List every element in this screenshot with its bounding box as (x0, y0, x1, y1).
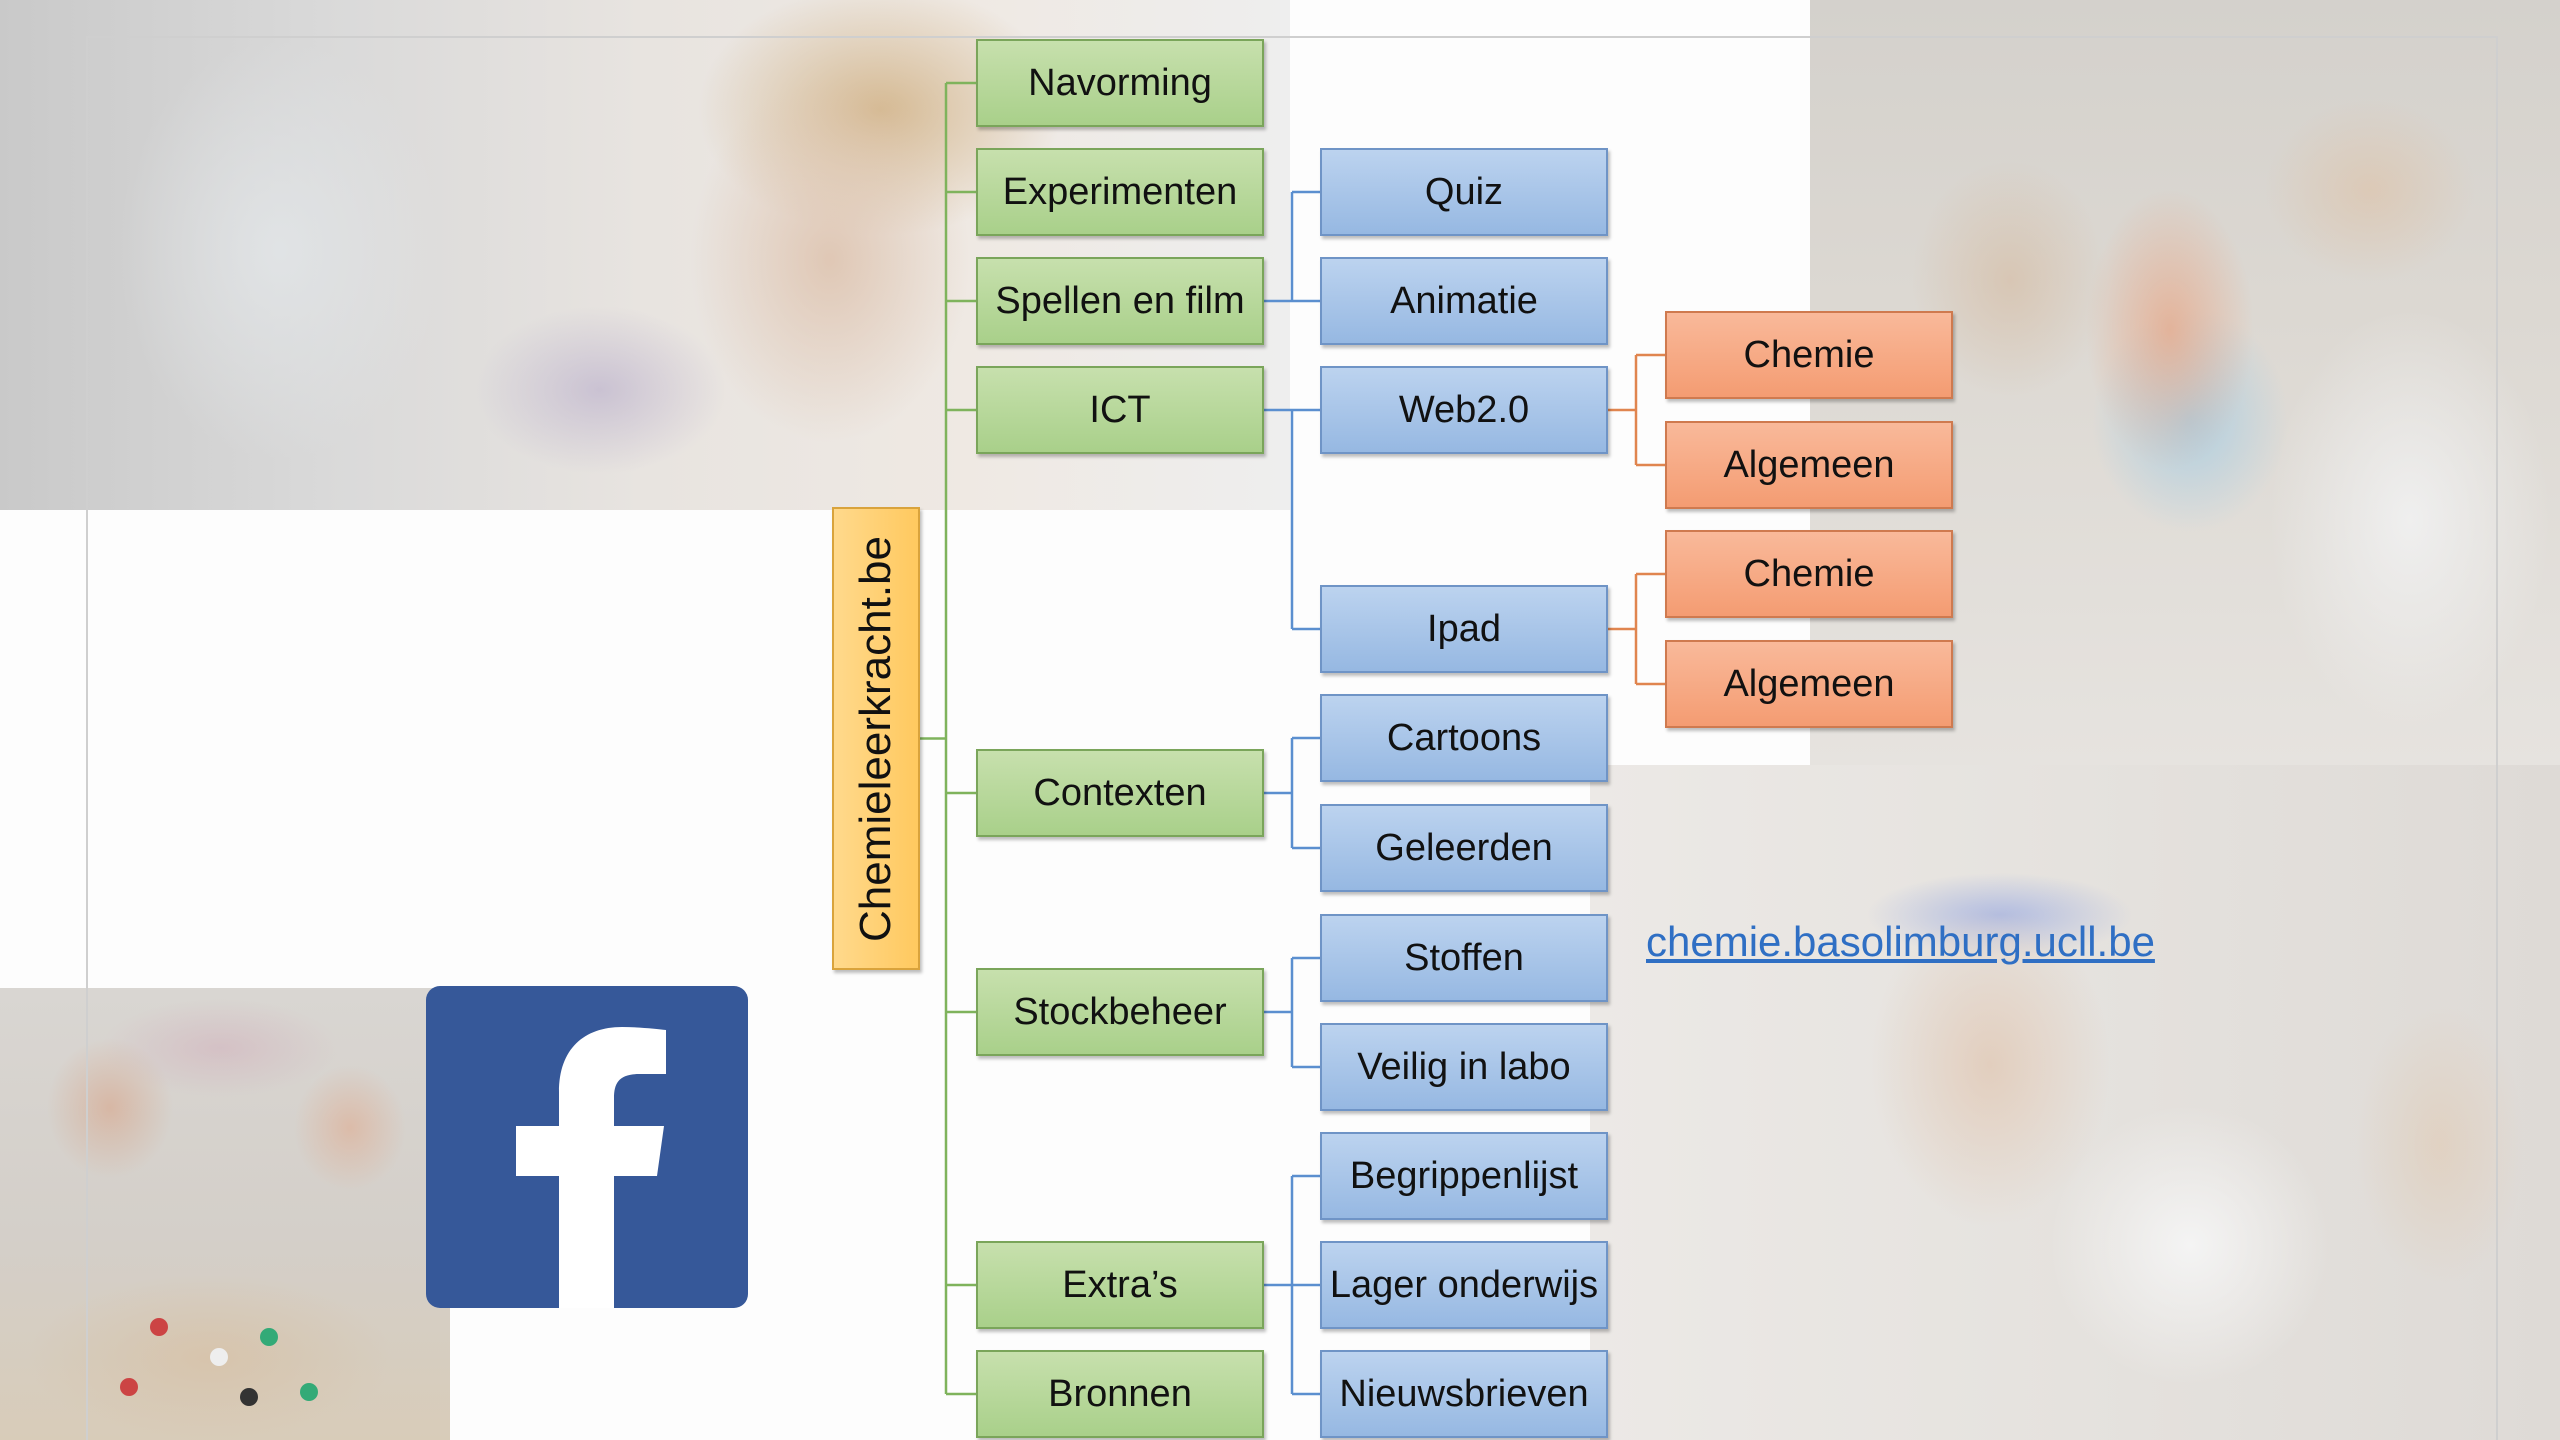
node-lager[interactable]: Lager onderwijs (1320, 1241, 1608, 1329)
root-node-label: Chemieleerkracht.be (851, 535, 900, 942)
node-nieuwsbrieven[interactable]: Nieuwsbrieven (1320, 1350, 1608, 1438)
classroom-photo-molecule-kit (0, 988, 450, 1440)
node-experimenten[interactable]: Experimenten (976, 148, 1264, 236)
molecule-ball (150, 1318, 168, 1336)
node-ipad-algemeen[interactable]: Algemeen (1665, 640, 1953, 728)
lab-photo-wash-bottle (1590, 765, 2560, 1440)
node-web20[interactable]: Web2.0 (1320, 366, 1608, 454)
node-ict[interactable]: ICT (976, 366, 1264, 454)
node-quiz[interactable]: Quiz (1320, 148, 1608, 236)
molecule-ball (210, 1348, 228, 1366)
molecule-ball (300, 1383, 318, 1401)
node-contexten[interactable]: Contexten (976, 749, 1264, 837)
node-begrippenlijst[interactable]: Begrippenlijst (1320, 1132, 1608, 1220)
node-stoffen[interactable]: Stoffen (1320, 914, 1608, 1002)
molecule-ball (240, 1388, 258, 1406)
node-ipad-chemie[interactable]: Chemie (1665, 530, 1953, 618)
website-link[interactable]: chemie.basolimburg.ucll.be (1646, 918, 2155, 965)
root-node: Chemieleerkracht.be (832, 507, 920, 970)
node-ipad[interactable]: Ipad (1320, 585, 1608, 673)
molecule-ball (260, 1328, 278, 1346)
node-navorming[interactable]: Navorming (976, 39, 1264, 127)
node-stockbeheer[interactable]: Stockbeheer (976, 968, 1264, 1056)
node-cartoons[interactable]: Cartoons (1320, 694, 1608, 782)
facebook-icon[interactable] (426, 986, 748, 1308)
molecule-ball (120, 1378, 138, 1396)
node-bronnen[interactable]: Bronnen (976, 1350, 1264, 1438)
node-geleerden[interactable]: Geleerden (1320, 804, 1608, 892)
node-extras[interactable]: Extra’s (976, 1241, 1264, 1329)
node-spellen[interactable]: Spellen en film (976, 257, 1264, 345)
node-web-chemie[interactable]: Chemie (1665, 311, 1953, 399)
facebook-f-glyph (516, 1027, 666, 1308)
node-animatie[interactable]: Animatie (1320, 257, 1608, 345)
node-veilig[interactable]: Veilig in labo (1320, 1023, 1608, 1111)
node-web-algemeen[interactable]: Algemeen (1665, 421, 1953, 509)
